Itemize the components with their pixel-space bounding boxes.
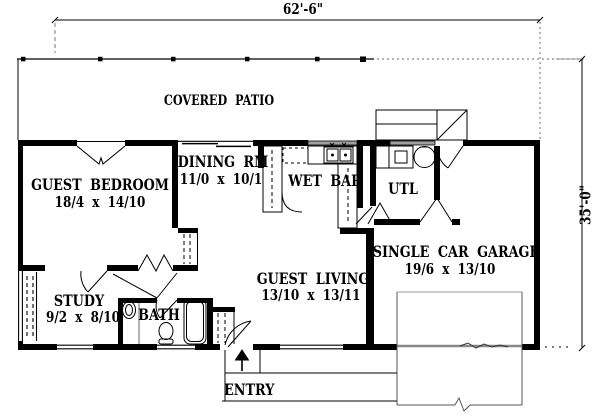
entry-arrow-icon — [234, 349, 250, 371]
double-sink-icon — [323, 142, 354, 164]
wet-bar-fixtures — [262, 142, 358, 229]
closets — [183, 228, 235, 344]
bathtub-icon — [183, 298, 207, 345]
room-label-utility: UTL — [388, 179, 418, 198]
utility-fixtures — [375, 145, 436, 169]
room-dims-dining-rm: 11/0 x 10/1 — [179, 170, 263, 188]
doors — [80, 145, 464, 348]
study-side-window — [18, 270, 38, 341]
bath-fixtures — [122, 298, 207, 345]
room-dims-guest-bedroom: 18/4 x 14/10 — [54, 193, 146, 211]
windows — [18, 140, 436, 350]
bedroom-patio-window — [76, 140, 126, 165]
dimension-line-right — [545, 55, 586, 352]
room-dims-study: 9/2 x 8/10 — [45, 308, 121, 326]
dimension-height-label: 35'-0" — [576, 185, 595, 225]
entry-closet — [217, 312, 235, 344]
room-label-garage: SINGLE CAR GARAGE — [372, 242, 540, 261]
room-dims-garage: 19/6 x 13/10 — [404, 260, 496, 278]
dimension-width-label: 62'-6" — [283, 0, 323, 18]
dryer-icon — [413, 146, 436, 168]
room-label-entry: ENTRY — [224, 380, 275, 399]
room-label-study: STUDY — [53, 291, 105, 310]
study-door — [80, 270, 108, 293]
utility-hall-v-door — [367, 201, 393, 225]
equipment-pad — [375, 109, 468, 141]
hall-utility-door — [355, 206, 373, 225]
washer-icon — [388, 145, 414, 169]
dimension-line-top — [51, 16, 544, 53]
bath-door — [155, 299, 178, 319]
toilet-icon — [158, 322, 174, 345]
study-window — [57, 344, 93, 350]
utility-exterior-door — [436, 145, 464, 169]
garage-v-door — [419, 197, 453, 223]
linen-closet — [183, 228, 198, 271]
patio-roofline — [17, 22, 582, 140]
dining-sliding-door — [178, 140, 253, 148]
entry-door — [224, 320, 252, 348]
room-label-guest-bedroom: GUEST BEDROOM — [31, 175, 169, 194]
pedestal-sink-icon — [122, 301, 136, 319]
interior-walls — [18, 146, 460, 350]
room-label-dining-rm: DINING RM — [177, 152, 269, 171]
entry-walk — [222, 350, 397, 402]
room-dims-guest-living: 13/10 x 13/11 — [261, 286, 361, 304]
room-label-wet-bar: WET BAR — [288, 171, 362, 190]
bedroom-bifold-door — [137, 253, 174, 273]
bath-window — [157, 344, 195, 350]
garage-door — [397, 342, 522, 349]
utility-window — [389, 140, 436, 146]
living-window — [280, 344, 343, 350]
driveway — [396, 291, 523, 412]
room-label-guest-living: GUEST LIVING — [256, 269, 370, 288]
hall-double-doors — [112, 272, 178, 299]
room-label-bath: BATH — [138, 305, 180, 324]
room-label-covered-patio: COVERED PATIO — [163, 93, 275, 109]
